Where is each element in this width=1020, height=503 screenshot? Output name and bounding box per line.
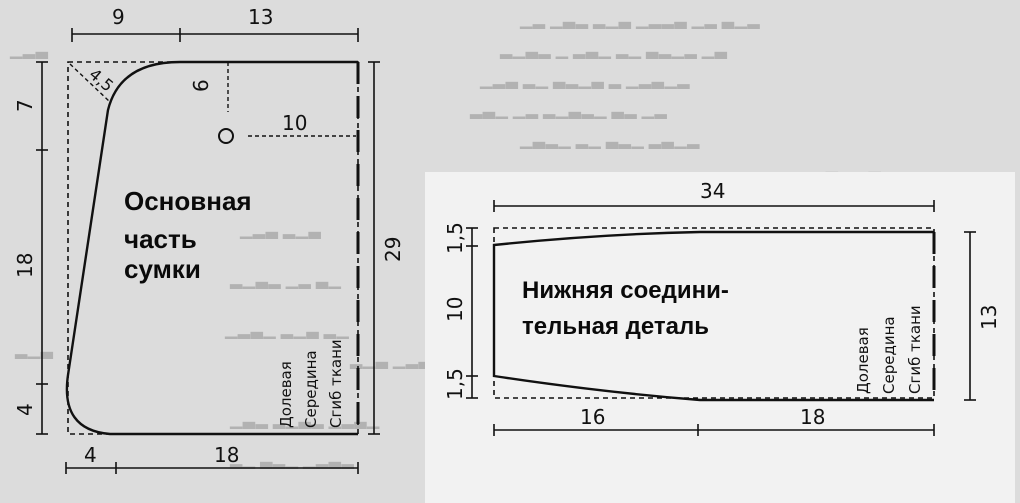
bottom-note-center: Середина — [880, 316, 898, 394]
main-piece-outline — [65, 60, 358, 436]
bottom-title-line-2: тельная деталь — [522, 313, 709, 340]
dim-right-height: 29 — [381, 237, 405, 262]
dim-top-right: 13 — [248, 5, 273, 29]
dim-inner-vertical: 6 — [189, 79, 213, 92]
bottom-dim-right: 13 — [977, 305, 1001, 330]
dim-bottom-right: 18 — [214, 443, 239, 467]
main-title-line-1: Основная — [124, 186, 252, 216]
bottom-dim-bottom-right: 18 — [800, 405, 825, 429]
bottom-dim-left-bottom: 1,5 — [443, 368, 467, 400]
bottom-dim-left-top: 1,5 — [443, 222, 467, 254]
main-note-fold: Сгиб ткани — [327, 339, 345, 428]
main-note-center: Середина — [302, 350, 320, 428]
main-piece — [36, 28, 380, 474]
bottom-dim-bottom-left: 16 — [580, 405, 605, 429]
main-piece-labels: 9 13 4,5 6 10 7 18 4 29 4 18 Основная ча… — [13, 5, 405, 467]
main-title-line-3: сумки — [124, 254, 201, 284]
bottom-title-line-1: Нижняя соедини- — [522, 277, 729, 304]
bottom-note-grain: Долевая — [854, 327, 872, 394]
button-marker — [218, 128, 234, 144]
dim-left-middle: 18 — [13, 253, 37, 278]
dim-left-upper: 7 — [13, 99, 37, 112]
dim-top-left: 9 — [112, 5, 125, 29]
bottom-piece-labels: 34 1,5 10 1,5 13 16 18 Нижняя соедини- т… — [443, 179, 1001, 429]
dim-corner: 4,5 — [85, 65, 117, 96]
dim-bottom-left: 4 — [84, 443, 97, 467]
bottom-dim-top: 34 — [700, 179, 725, 203]
dim-inner-horizontal: 10 — [282, 111, 307, 135]
dim-left-lower: 4 — [13, 403, 37, 416]
bottom-note-fold: Сгиб ткани — [906, 305, 924, 394]
bottom-piece — [466, 200, 976, 436]
main-title-line-2: часть — [124, 224, 197, 254]
corner-diagonal — [69, 63, 111, 103]
bottom-piece-panel — [425, 172, 1015, 503]
main-note-grain: Долевая — [277, 361, 295, 428]
bottom-piece-outline — [492, 230, 934, 402]
bottom-dim-left-middle: 10 — [443, 297, 467, 322]
